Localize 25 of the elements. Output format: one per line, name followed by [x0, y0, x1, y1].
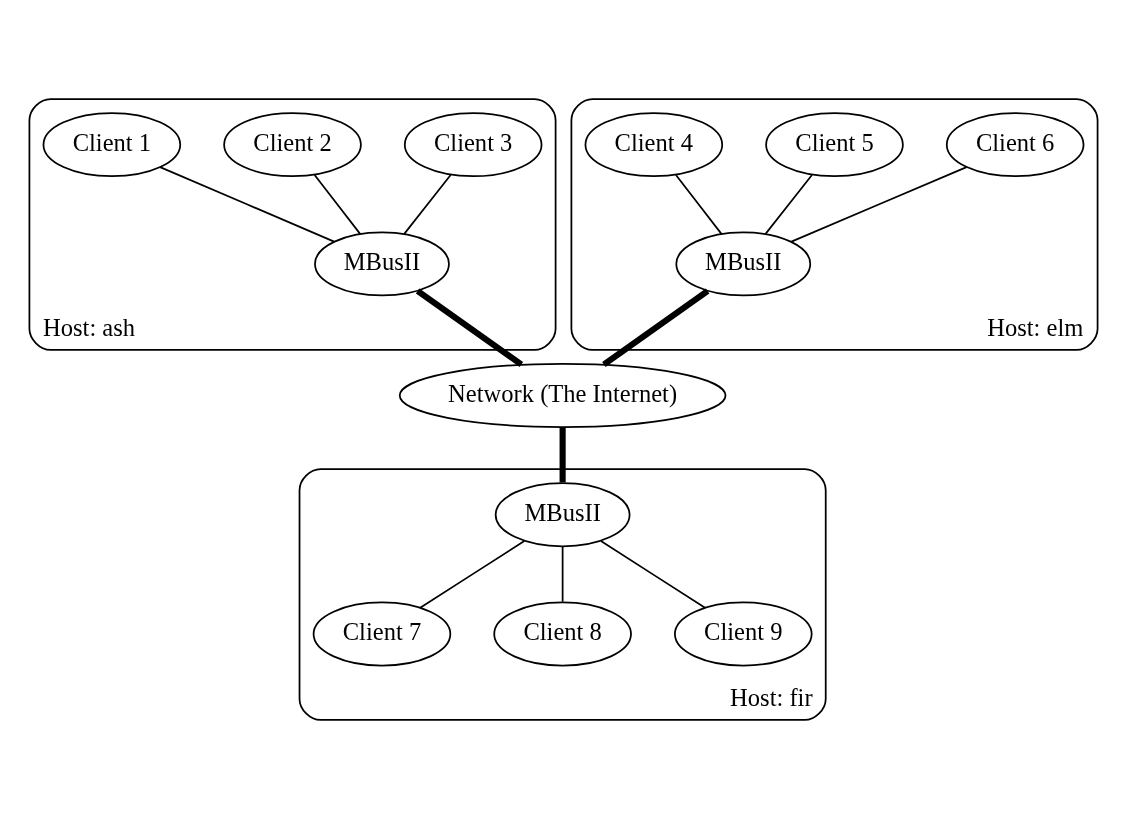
connector	[313, 173, 361, 235]
connector	[419, 539, 526, 609]
node-ellipse: Client 2	[223, 111, 362, 177]
node-ellipse: Client 7	[312, 601, 452, 666]
node-ellipse: Client 3	[403, 111, 543, 177]
node-ellipse: Client 5	[765, 111, 904, 177]
node-ellipse: Client 8	[493, 601, 632, 666]
node-ellipse: Client 6	[945, 111, 1085, 177]
connector	[600, 539, 706, 609]
node-ellipse: Client 4	[584, 111, 724, 177]
connector	[415, 287, 524, 367]
node-ellipse: Client 1	[42, 111, 182, 177]
connector	[790, 165, 968, 243]
connector	[561, 545, 564, 603]
node-ellipse: MBusII	[494, 481, 631, 547]
connector	[602, 287, 710, 367]
node-ellipse: MBusII	[314, 230, 450, 296]
node-ellipse: Client 9	[674, 601, 813, 666]
connector	[559, 427, 566, 482]
connector	[403, 173, 452, 235]
node-ellipse: MBusII	[675, 230, 812, 296]
connector	[675, 173, 723, 235]
node-ellipse: Network (The Internet)	[398, 362, 727, 428]
connector	[159, 165, 335, 243]
connector	[764, 173, 813, 235]
